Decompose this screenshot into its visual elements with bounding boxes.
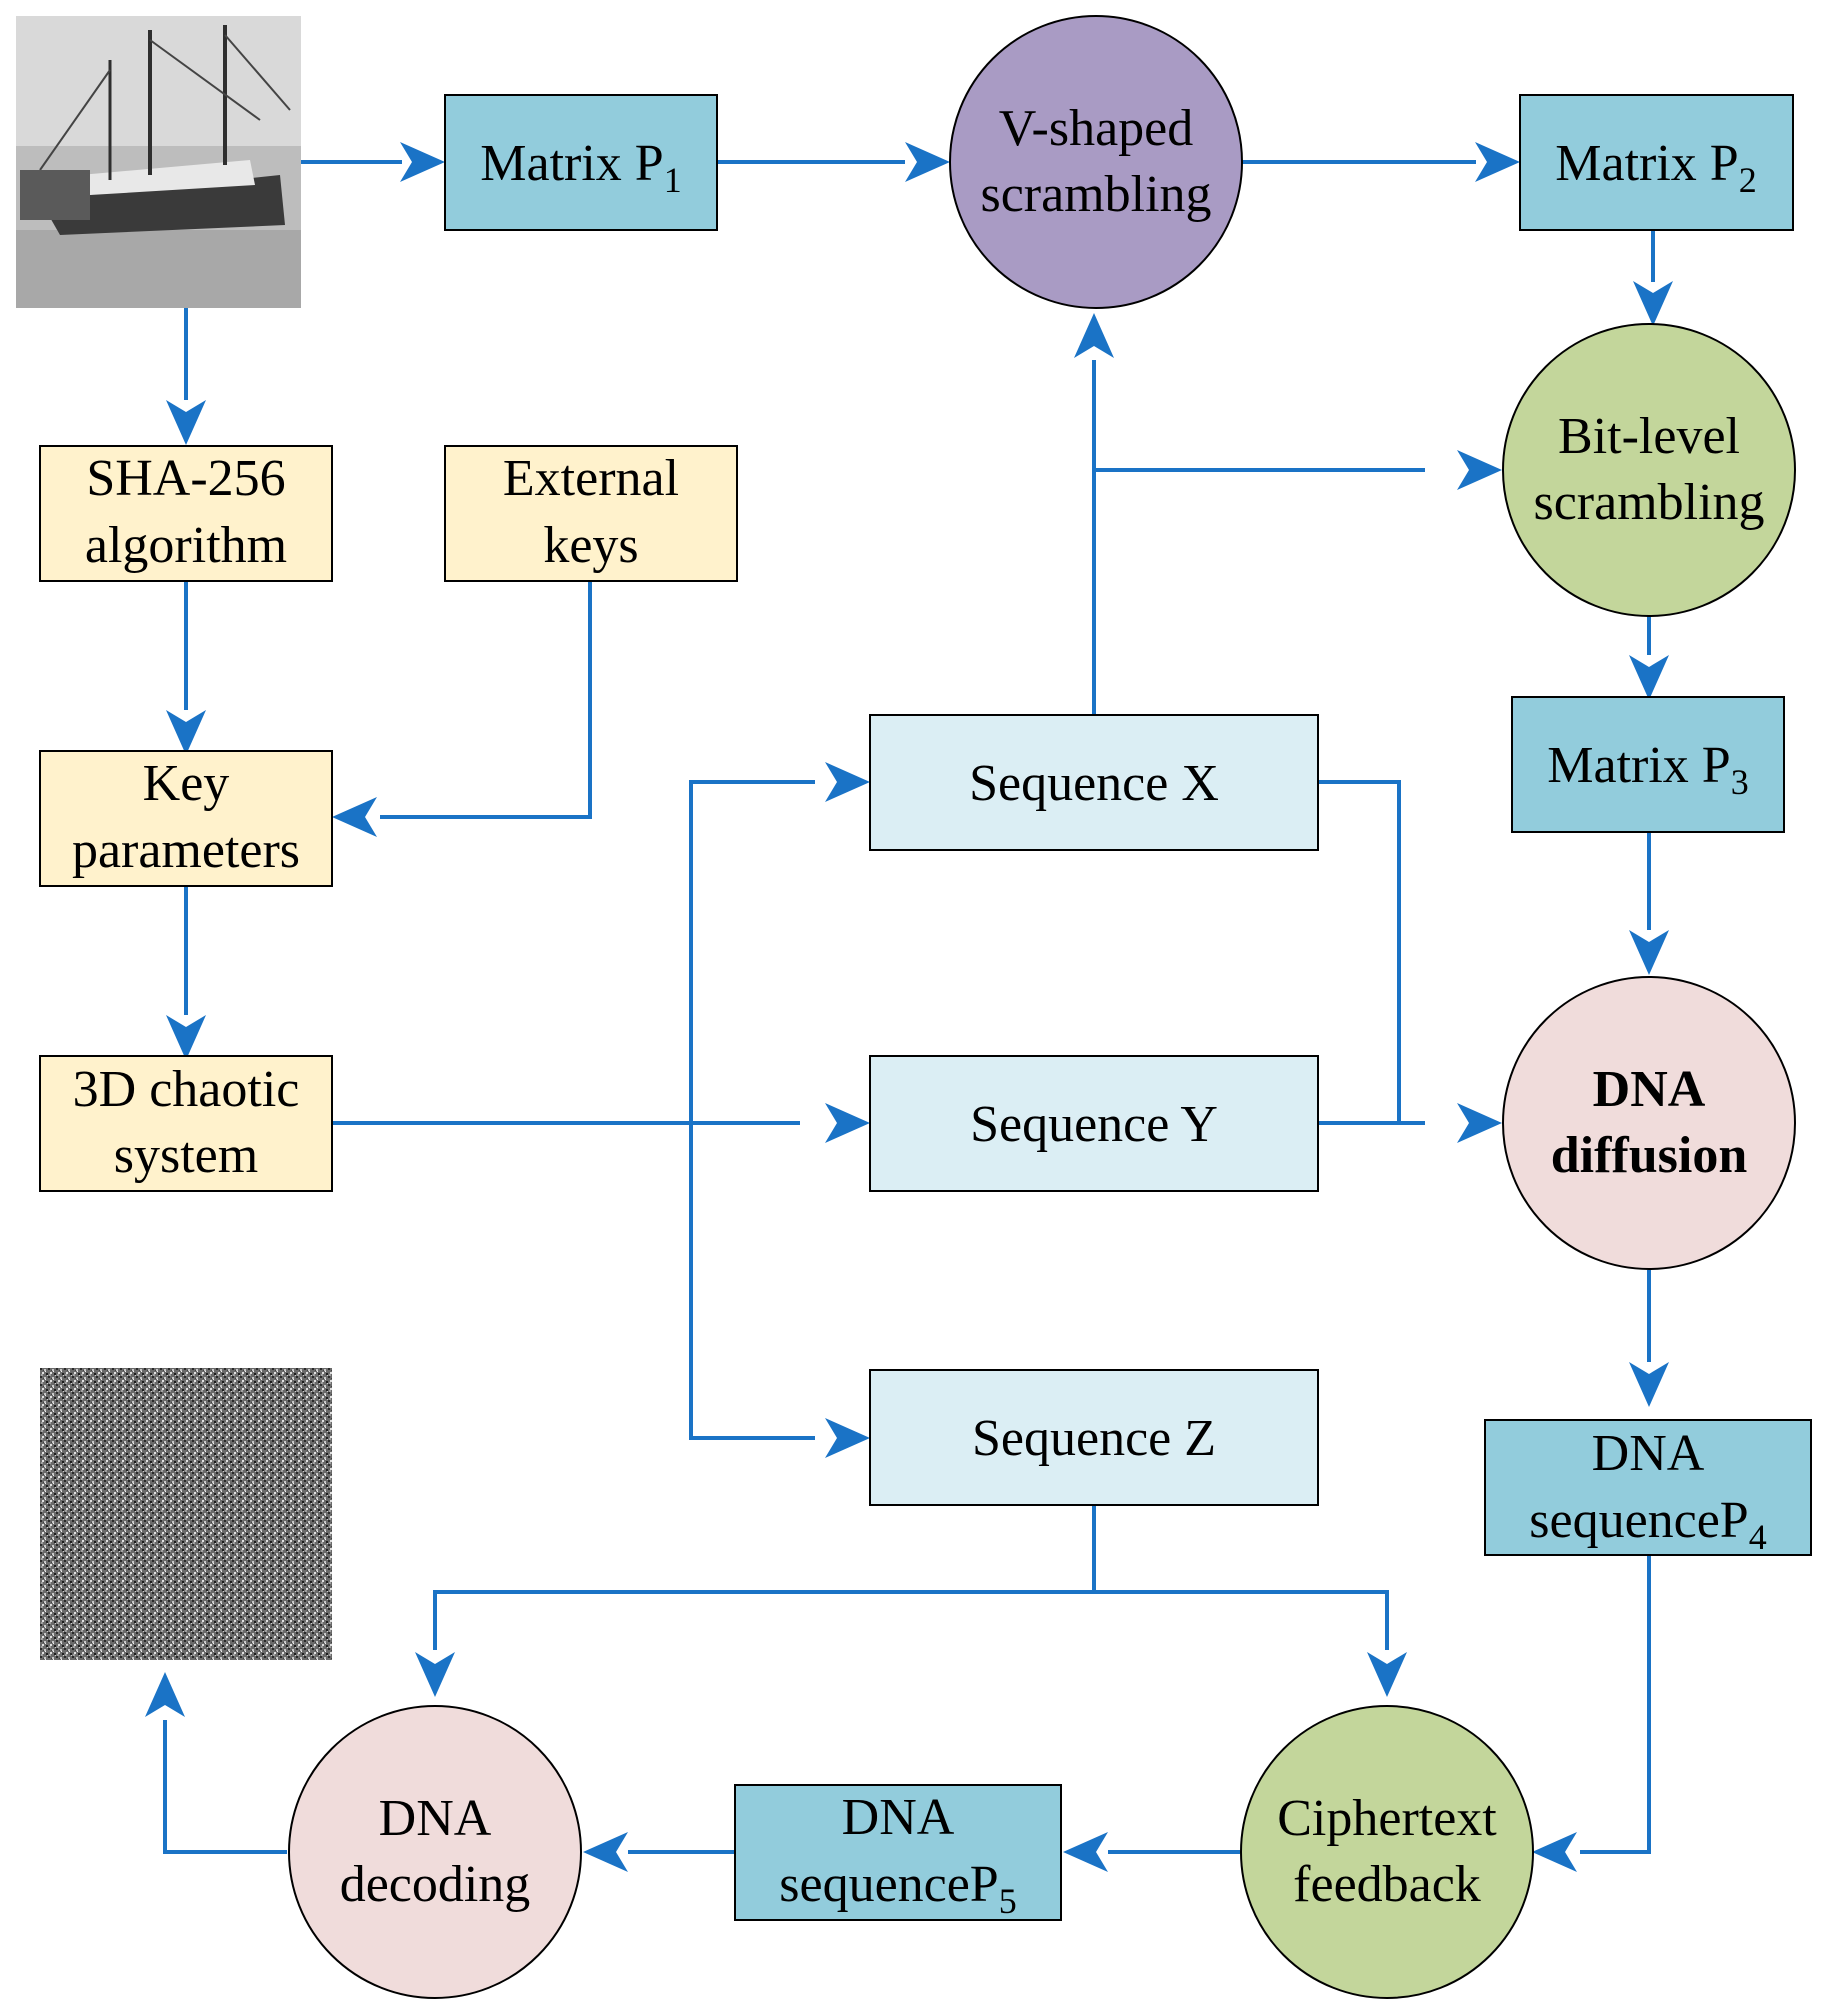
sequence-x-label: Sequence X <box>969 755 1219 812</box>
sequence-y-label: Sequence Y <box>970 1096 1218 1153</box>
external-keys-box: External keys <box>444 445 738 582</box>
matrix-p2-box: Matrix P2 <box>1519 94 1794 231</box>
sequence-z-label: Sequence Z <box>972 1410 1216 1467</box>
ciphertext-feedback-line2: feedback <box>1293 1856 1481 1913</box>
sha256-line2: algorithm <box>85 517 287 574</box>
dna-sequence-p5-box: DNA sequenceP5 <box>734 1784 1062 1921</box>
matrix-p1-box: Matrix P1 <box>444 94 718 231</box>
dna-diffusion-line2: diffusion <box>1551 1127 1748 1184</box>
dna-sequence-p4-box: DNA sequenceP4 <box>1484 1419 1812 1557</box>
ciphertext-feedback-line1: Ciphertext <box>1277 1790 1497 1847</box>
dna-decoding-line2: decoding <box>340 1856 531 1913</box>
dna-decoding-line1: DNA <box>379 1790 492 1847</box>
bit-level-scrambling-line2: scrambling <box>1533 474 1764 531</box>
chaotic-system-line2: system <box>114 1127 258 1184</box>
dna-sequence-p5-line2: sequenceP5 <box>779 1856 1016 1921</box>
dna-sequence-p5-line1: DNA <box>842 1789 955 1846</box>
dna-sequence-p4-line2: sequenceP4 <box>1529 1492 1766 1557</box>
bit-level-scrambling-line1: Bit-level <box>1558 408 1740 465</box>
sequence-z-box: Sequence Z <box>869 1369 1319 1506</box>
bit-level-scrambling-circle: Bit-level scrambling <box>1502 323 1796 617</box>
key-parameters-line2: parameters <box>72 822 300 879</box>
plain-image-boat <box>16 16 301 308</box>
arrowheads <box>145 142 1673 1872</box>
dna-decoding-circle: DNA decoding <box>288 1705 582 1999</box>
sha256-box: SHA-256 algorithm <box>39 445 333 582</box>
matrix-p2-label: Matrix P2 <box>1555 135 1756 200</box>
v-shaped-scrambling-line1: V-shaped <box>999 100 1194 157</box>
sha256-line1: SHA-256 <box>86 450 285 507</box>
matrix-p1-label: Matrix P1 <box>480 135 681 200</box>
matrix-p3-box: Matrix P3 <box>1511 696 1785 833</box>
sequence-x-box: Sequence X <box>869 714 1319 851</box>
cipher-image-noise <box>40 1368 332 1660</box>
key-parameters-box: Key parameters <box>39 750 333 887</box>
key-parameters-line1: Key <box>143 755 230 812</box>
external-keys-line2: keys <box>543 517 638 574</box>
connectors <box>163 160 1655 1854</box>
v-shaped-scrambling-circle: V-shaped scrambling <box>949 15 1243 309</box>
chaotic-system-box: 3D chaotic system <box>39 1055 333 1192</box>
dna-diffusion-circle: DNA diffusion <box>1502 976 1796 1270</box>
dna-diffusion-line1: DNA <box>1593 1061 1706 1118</box>
ciphertext-feedback-circle: Ciphertext feedback <box>1240 1705 1534 1999</box>
chaotic-system-line1: 3D chaotic <box>73 1061 300 1118</box>
sequence-y-box: Sequence Y <box>869 1055 1319 1192</box>
dna-sequence-p4-line1: DNA <box>1592 1425 1705 1482</box>
matrix-p3-label: Matrix P3 <box>1547 737 1748 802</box>
v-shaped-scrambling-line2: scrambling <box>980 166 1211 223</box>
external-keys-line1: External <box>503 450 679 507</box>
